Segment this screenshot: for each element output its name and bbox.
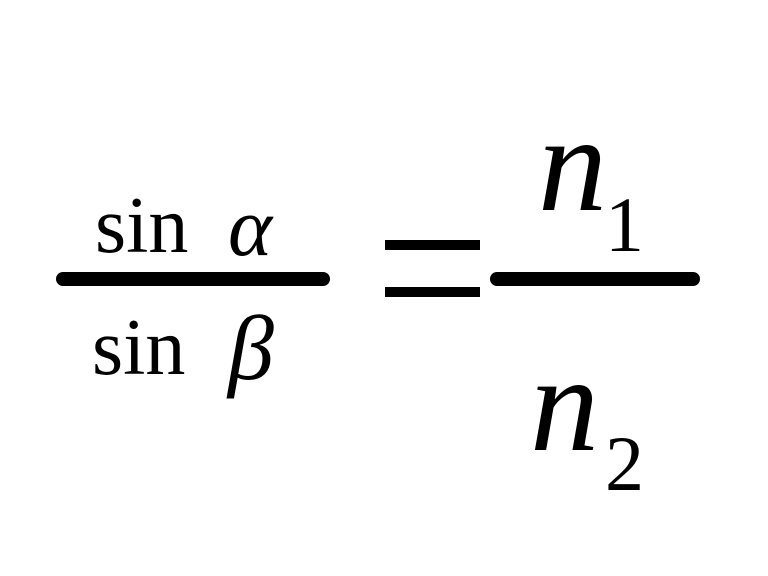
numerator-function-sin: sin <box>95 182 189 270</box>
numerator-variable-alpha: α <box>228 181 273 274</box>
right-fraction-bar <box>490 272 700 286</box>
left-fraction-bar <box>56 272 330 286</box>
denominator-variable-beta: β <box>228 297 274 399</box>
equals-bottom-bar <box>385 287 480 297</box>
numerator-subscript: 1 <box>605 181 644 268</box>
denominator-variable-n: n <box>530 327 599 480</box>
denominator-function-sin: sin <box>92 304 186 392</box>
denominator-subscript: 2 <box>605 420 644 507</box>
equals-top-bar <box>385 240 480 250</box>
numerator-variable-n: n <box>538 87 607 240</box>
